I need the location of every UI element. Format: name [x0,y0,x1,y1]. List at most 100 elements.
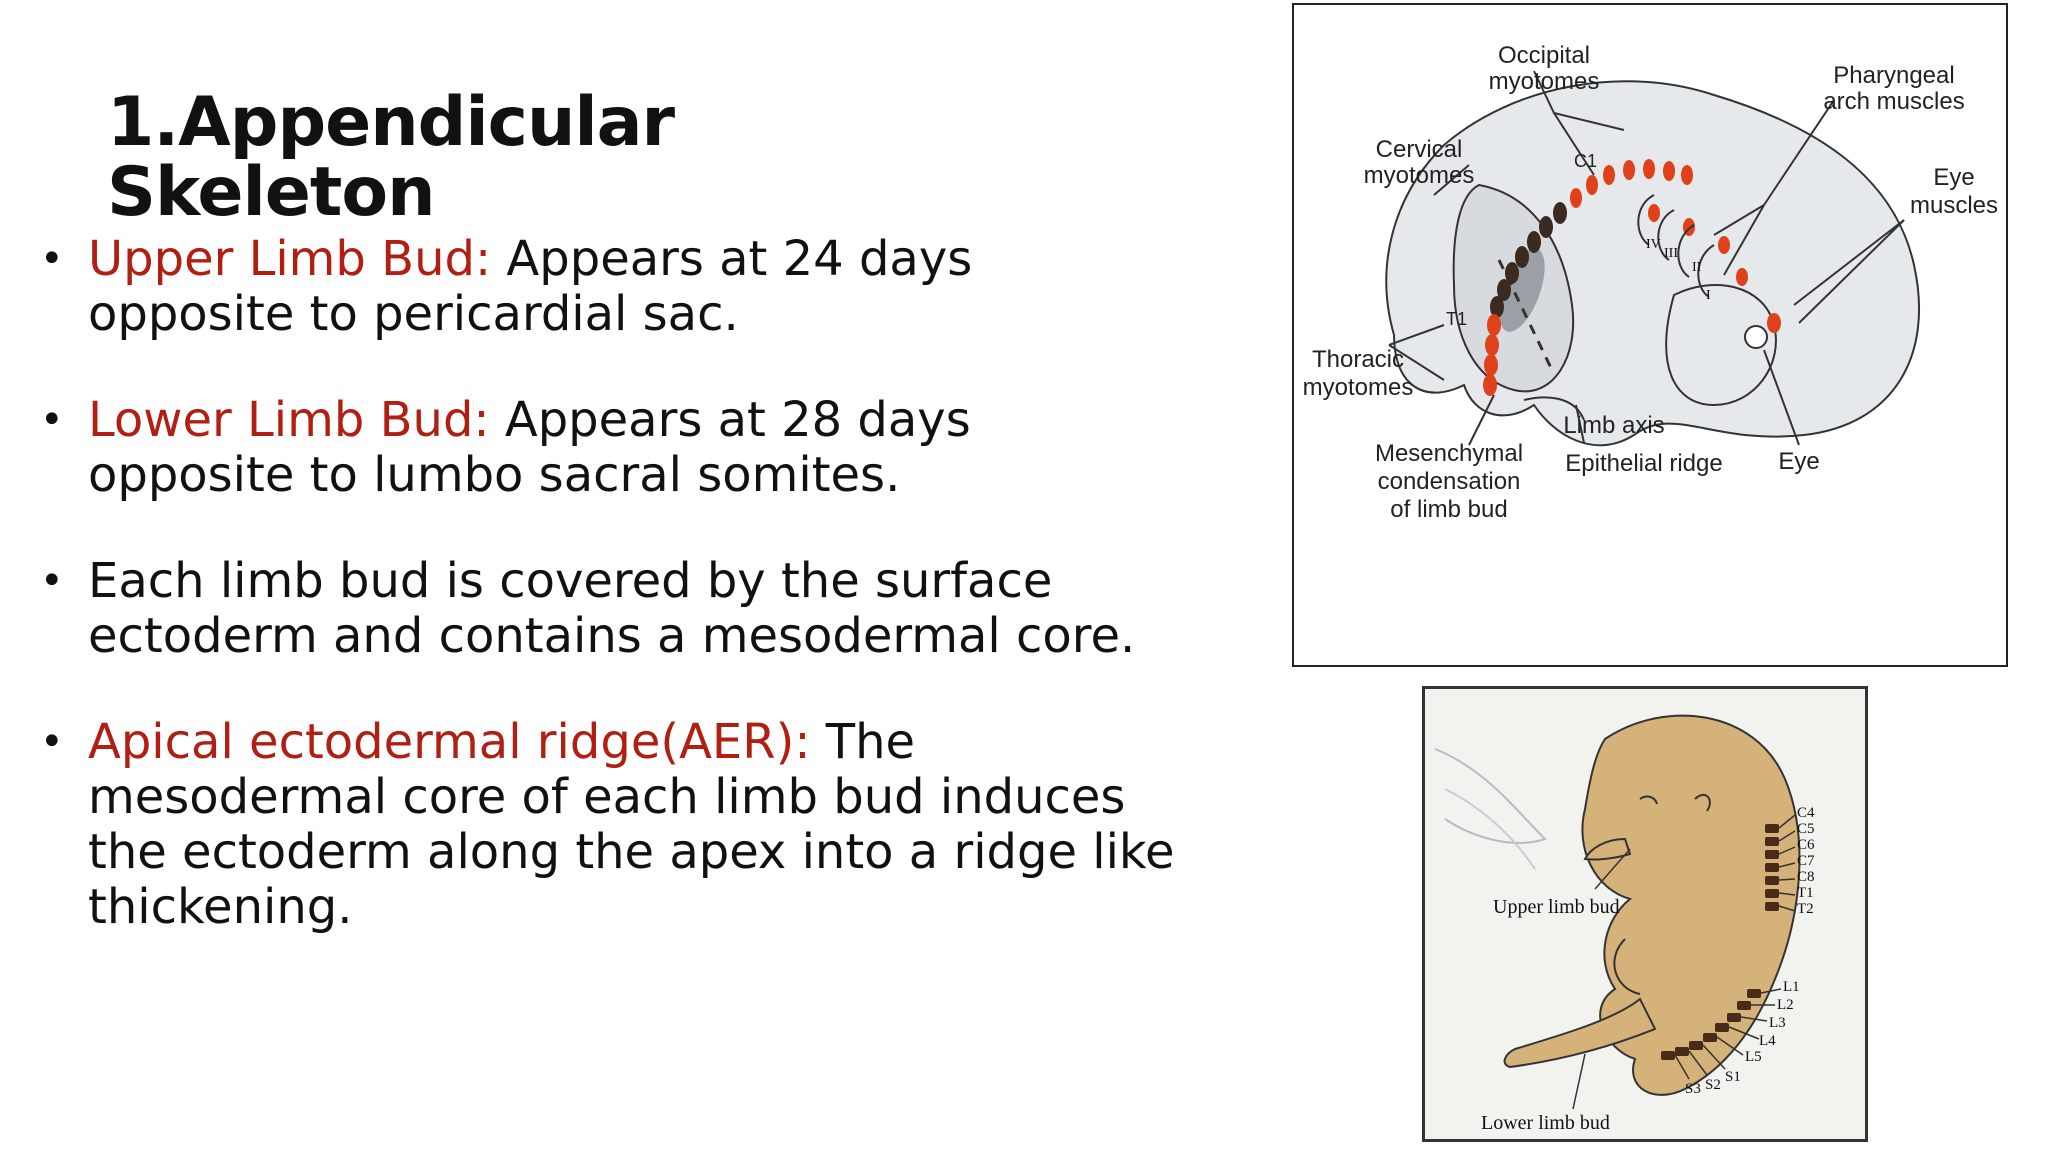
label-t1: T1 [1797,885,1814,901]
myotome-dot [1663,161,1675,181]
arch-curve [1677,224,1695,278]
label-s2: S2 [1705,1077,1721,1093]
label-s3: S3 [1685,1081,1701,1097]
segment-leader [1778,892,1796,896]
embryo-body [1581,714,1801,1096]
segment-block [1747,989,1761,998]
label-c1: C1 [1574,151,1597,171]
myotome-diagram: Occipital myotomes Pharyngeal arch muscl… [1292,3,2008,667]
embryo-eye [1639,795,1658,805]
bullet-term: Lower Limb Bud: [88,392,490,448]
myotome-dot [1483,374,1497,396]
label-c7: C7 [1797,853,1815,869]
segment-block [1765,824,1779,833]
segment-block [1765,863,1779,872]
label-cervical-line2: myotomes [1364,162,1475,189]
leader-line [1523,396,1585,421]
label-arch-iii: III [1664,246,1678,261]
upper-limb-leader [1594,848,1631,890]
segment-block [1703,1033,1717,1042]
embryo-ear [1694,793,1711,812]
myotome-dot [1767,313,1781,333]
label-limb-axis: Limb axis [1563,412,1664,439]
leader-line [1763,349,1800,446]
leader-lines [1388,70,1905,446]
label-arch-i: I [1706,288,1711,303]
myotome-dot [1553,202,1567,224]
bullet-text: The mesodermal core of each limb bud ind… [88,714,1175,935]
leader-line [1575,404,1585,444]
segment-block [1715,1023,1729,1032]
bullet-dot-icon: • [40,558,64,604]
segment-leader [1760,988,1782,994]
myotome-dot [1586,175,1598,195]
segment-blocks [1661,824,1779,1060]
label-pharyngeal-line2: arch muscles [1823,88,1964,115]
segment-block [1661,1051,1675,1060]
label-c6: C6 [1797,837,1815,853]
segment-block [1765,876,1779,885]
segment-block [1737,1001,1751,1010]
myotome-dot [1490,296,1504,318]
myotome-dot [1623,160,1635,180]
segment-leaders [1572,814,1796,1110]
myotome-dot [1736,268,1748,286]
segment-block [1765,837,1779,846]
segment-leader [1688,1050,1708,1076]
label-mesenchymal-line1: Mesenchymal [1375,440,1523,467]
label-thoracic-line1: Thoracic [1312,346,1404,373]
myotome-dot [1484,354,1498,376]
bullet-text: Each limb bud is covered by the surface … [88,553,1136,664]
bullet-list: • Upper Limb Bud: Appears at 24 days opp… [36,232,1176,986]
myotome-dot [1515,246,1529,268]
embryo-segments-figure: C4 C5 C6 C7 C8 T1 T2 L1 L2 L3 L4 L5 S1 S… [1422,686,1868,1142]
label-eye-muscles-line1: Eye [1933,164,1974,191]
leader-line [1468,394,1495,446]
bullet-term: Upper Limb Bud: [88,231,492,287]
arch-curve [1657,209,1675,261]
segment-leader [1674,1054,1690,1080]
label-cervical-line1: Cervical [1376,136,1463,163]
myotome-dot [1487,314,1501,336]
bullet-term: Apical ectodermal ridge(AER): [88,714,811,770]
segment-leader [1728,1026,1760,1040]
arch-curve [1637,194,1655,246]
background-sketch [1444,788,1536,870]
lower-limb-knee [1613,938,1641,995]
label-mesenchymal-line2: condensation [1378,468,1521,495]
myotome-dot [1527,231,1541,253]
arch-curve [1697,244,1715,298]
myotome-dot [1718,236,1730,254]
label-occipital-line2: myotomes [1489,68,1600,95]
label-arch-iv: IV [1646,237,1661,252]
segment-leader [1702,1044,1726,1070]
myotome-dot [1570,188,1582,208]
label-l3: L3 [1769,1015,1786,1031]
segment-leader [1716,1036,1744,1056]
label-l5: L5 [1745,1049,1762,1065]
leader-line [1723,204,1765,276]
label-mesenchymal-line3: of limb bud [1390,496,1507,523]
myotome-dot [1497,279,1511,301]
bullet-lower-limb-bud: • Lower Limb Bud: Appears at 28 days opp… [36,393,1176,503]
bullet-text: Appears at 28 days opposite to lumbo sac… [88,392,971,503]
label-arch-ii: II [1692,260,1702,275]
label-thoracic-line2: myotomes [1303,374,1414,401]
label-s1: S1 [1725,1069,1741,1085]
myotome-dots [1483,159,1781,396]
segment-leader [1778,814,1796,829]
leader-line [1553,112,1595,176]
segment-leader [1778,830,1796,842]
bullet-text: Appears at 24 days opposite to pericardi… [88,231,973,342]
segment-block [1765,902,1779,911]
myotome-dot [1539,216,1553,238]
embryo-segments-svg: C4 C5 C6 C7 C8 T1 T2 L1 L2 L3 L4 L5 S1 S… [1434,714,1815,1134]
segment-leader [1778,862,1796,868]
label-l4: L4 [1759,1033,1776,1049]
myotome-dot [1681,165,1693,185]
bullet-aer: • Apical ectodermal ridge(AER): The meso… [36,715,1176,935]
slide-title: 1.Appendicular Skeleton [107,88,747,228]
segment-block [1675,1047,1689,1056]
label-eye: Eye [1778,448,1819,475]
myotome-dot [1643,159,1655,179]
